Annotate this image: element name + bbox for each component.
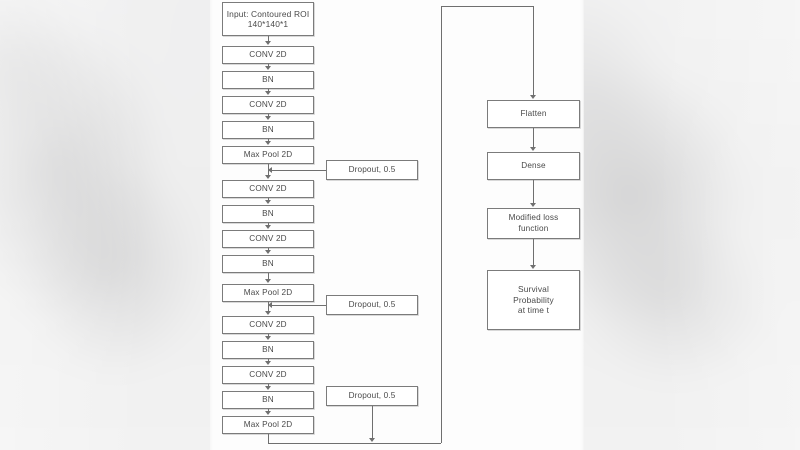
node-bn-5: BN xyxy=(222,341,314,359)
node-dropout-1: Dropout, 0.5 xyxy=(326,160,418,180)
connector-bn1-to-conv2 xyxy=(268,89,269,92)
node-bn-1: BN xyxy=(222,71,314,89)
connector-bottom-rail xyxy=(268,443,441,444)
arrowhead-conv5 xyxy=(264,311,271,315)
connector-bn3-to-conv4 xyxy=(268,223,269,226)
connector-dense-to-loss xyxy=(533,180,534,203)
arrowhead-maxpool1 xyxy=(264,141,271,145)
node-bn-2: BN xyxy=(222,121,314,139)
node-input: Input: Contoured ROI 140*140*1 xyxy=(222,2,314,36)
node-conv-2: CONV 2D xyxy=(222,96,314,114)
node-bn-6: BN xyxy=(222,391,314,409)
arrowhead-survival xyxy=(529,265,536,269)
arrowhead-dropout2 xyxy=(268,301,272,308)
arrowhead-flatten xyxy=(529,95,536,99)
connector-conv5-to-bn5 xyxy=(268,334,269,337)
arrowhead-conv2 xyxy=(264,91,271,95)
node-dense: Dense xyxy=(487,152,580,180)
arrowhead-dropout1 xyxy=(268,166,272,173)
node-maxpool-2: Max Pool 2D xyxy=(222,284,314,302)
arrowhead-bn3 xyxy=(264,200,271,204)
node-conv-6: CONV 2D xyxy=(222,366,314,384)
node-bn-3: BN xyxy=(222,205,314,223)
connector-conv2-to-bn2 xyxy=(268,114,269,117)
node-conv-5: CONV 2D xyxy=(222,316,314,334)
node-conv-4: CONV 2D xyxy=(222,230,314,248)
node-bn-4: BN xyxy=(222,255,314,273)
connector-top-rail xyxy=(441,6,534,7)
connector-right-riser xyxy=(441,6,442,443)
connector-dropout1-to-flow xyxy=(272,170,326,171)
connector-dropout2-to-flow xyxy=(272,305,326,306)
connector-conv1-to-bn1 xyxy=(268,64,269,67)
connector-conv4-to-bn4 xyxy=(268,248,269,251)
connector-dropout3-down xyxy=(372,406,373,438)
sheet-left-edge xyxy=(210,0,213,450)
arrowhead-dropout3 xyxy=(368,438,375,442)
arrowhead-bn4 xyxy=(264,250,271,254)
arrowhead-conv3 xyxy=(264,175,271,179)
connector-conv6-to-bn6 xyxy=(268,384,269,387)
arrowhead-dense xyxy=(529,147,536,151)
node-conv-3: CONV 2D xyxy=(222,180,314,198)
node-dropout-3: Dropout, 0.5 xyxy=(326,386,418,406)
connector-input-to-conv1 xyxy=(268,36,269,42)
sheet-right-edge xyxy=(580,0,584,450)
arrowhead-bn1 xyxy=(264,66,271,70)
node-conv-1: CONV 2D xyxy=(222,46,314,64)
arrowhead-conv4 xyxy=(264,225,271,229)
node-flatten: Flatten xyxy=(487,100,580,128)
arrowhead-conv1 xyxy=(264,41,271,45)
connector-conv3-to-bn3 xyxy=(268,198,269,201)
arrowhead-bn2 xyxy=(264,116,271,120)
node-dropout-2: Dropout, 0.5 xyxy=(326,295,418,315)
arrowhead-maxpool2 xyxy=(264,279,271,283)
node-maxpool-3: Max Pool 2D xyxy=(222,416,314,434)
connector-loss-to-survival xyxy=(533,239,534,265)
arrowhead-maxpool3 xyxy=(264,411,271,415)
node-maxpool-1: Max Pool 2D xyxy=(222,146,314,164)
connector-bn5-to-conv6 xyxy=(268,359,269,362)
arrowhead-bn6 xyxy=(264,386,271,390)
connector-maxpool3-down xyxy=(268,434,269,443)
node-modified-loss: Modified loss function xyxy=(487,208,580,239)
connector-bn6-to-maxpool3 xyxy=(268,409,269,412)
connector-down-to-flatten xyxy=(533,6,534,95)
connector-bn2-to-maxpool1 xyxy=(268,139,269,142)
arrowhead-loss xyxy=(529,203,536,207)
connector-bn4-to-maxpool2 xyxy=(268,273,269,279)
connector-flatten-to-dense xyxy=(533,128,534,147)
node-survival-probability: Survival Probability at time t xyxy=(487,270,580,330)
arrowhead-conv6 xyxy=(264,361,271,365)
arrowhead-bn5 xyxy=(264,336,271,340)
